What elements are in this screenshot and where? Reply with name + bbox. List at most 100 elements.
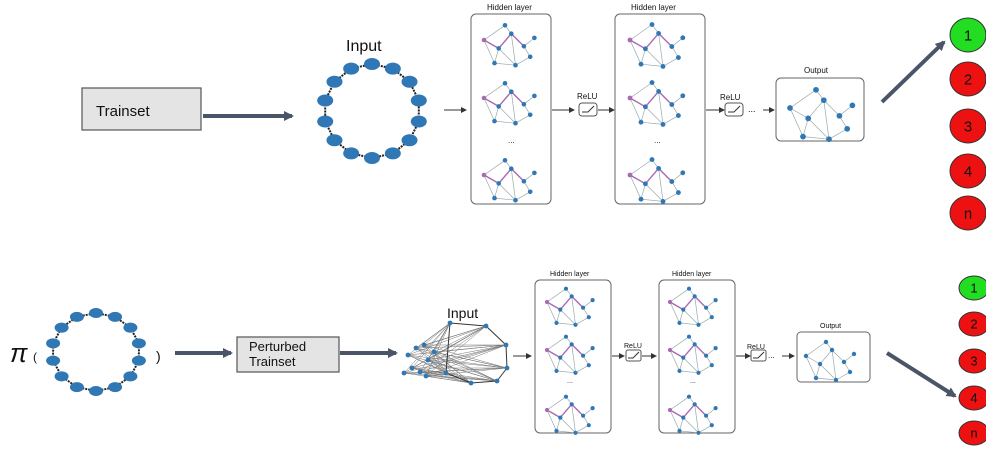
class-node-label: n — [970, 426, 977, 441]
perturbed-edge — [433, 351, 498, 382]
class-node-circle — [949, 61, 986, 97]
network-edge — [575, 364, 589, 374]
network-edge — [644, 32, 660, 50]
network-edge — [644, 167, 660, 185]
perturbed-node — [504, 365, 510, 371]
network-edge — [698, 316, 712, 326]
output-graph-top — [787, 86, 856, 143]
class-node-circle — [958, 311, 986, 337]
network-edge — [494, 183, 500, 199]
network-node — [544, 299, 550, 305]
perturbed-edge — [425, 322, 451, 377]
network-node — [817, 361, 823, 367]
network-edge — [805, 355, 817, 379]
network-edge — [645, 106, 664, 125]
network-edge — [510, 91, 525, 105]
network-node — [833, 377, 839, 383]
perturbed-edge — [427, 344, 507, 361]
hidden-layer-1-graphs-bottom — [544, 286, 595, 435]
network-node — [573, 370, 578, 375]
network-node — [554, 320, 559, 325]
class-node-label: 2 — [970, 317, 977, 332]
ring-node — [46, 338, 61, 349]
network-edge — [658, 90, 673, 106]
network-node — [677, 428, 682, 433]
network-node — [649, 157, 655, 163]
network-node — [569, 294, 574, 299]
perturbed-node — [431, 349, 437, 355]
network-edge — [683, 417, 699, 434]
perturbed-edge — [470, 380, 498, 384]
network-edge — [669, 301, 684, 311]
network-node — [581, 305, 586, 310]
network-edge — [556, 430, 576, 434]
perturbed-edge — [433, 322, 451, 353]
ring-node — [108, 311, 123, 322]
network-node — [513, 197, 518, 203]
network-node — [847, 369, 853, 375]
network-node — [686, 334, 692, 339]
network-edge — [494, 120, 516, 124]
network-node — [558, 307, 563, 312]
network-edge — [789, 107, 804, 137]
perturbed-trainset-box: Perturbed Trainset — [236, 336, 340, 373]
perturbed-edge — [445, 372, 472, 384]
network-edge — [571, 344, 576, 373]
relu-2-label-bottom: ReLU — [747, 344, 765, 351]
network-node — [573, 322, 578, 327]
perturbed-edge — [496, 367, 508, 382]
network-node — [586, 315, 591, 320]
network-edge — [498, 91, 512, 107]
network-node — [573, 430, 578, 435]
network-node — [680, 35, 686, 41]
network-node — [642, 181, 648, 187]
network-node — [660, 198, 666, 204]
network-node — [521, 178, 527, 184]
network-node — [590, 346, 595, 351]
network-node — [686, 286, 692, 291]
network-edge — [669, 301, 680, 324]
network-node — [696, 322, 701, 327]
perturbed-node — [421, 342, 427, 348]
ring-node — [89, 308, 103, 318]
network-edge — [679, 309, 684, 323]
network-edge — [640, 198, 664, 202]
perturbed-edge — [427, 359, 472, 384]
perturbed-edge — [415, 344, 507, 349]
network-edge — [823, 100, 830, 140]
network-node — [586, 363, 591, 368]
network-edge — [483, 39, 495, 64]
network-node — [558, 415, 563, 420]
network-edge — [669, 288, 690, 303]
output-label-top: Output — [804, 66, 829, 75]
network-node — [813, 375, 819, 381]
network-edge — [662, 57, 679, 67]
class-node-circle — [949, 195, 986, 231]
network-edge — [575, 316, 589, 326]
network-edge — [640, 48, 646, 65]
network-node — [563, 334, 569, 339]
network-node — [696, 370, 701, 375]
network-edge — [571, 343, 584, 357]
perturbed-edge — [425, 375, 498, 382]
network-edge — [683, 357, 699, 374]
network-node — [704, 305, 709, 310]
network-edge — [835, 371, 851, 381]
perturbed-edge — [423, 322, 451, 346]
network-edge — [629, 24, 653, 41]
perturbed-node — [405, 352, 411, 358]
network-edge — [546, 336, 567, 351]
network-node — [696, 430, 701, 435]
perturbed-node — [409, 365, 415, 371]
relu-1-label-top: ReLU — [577, 92, 598, 101]
network-edge — [789, 89, 817, 109]
network-node — [569, 342, 574, 347]
network-node — [692, 402, 697, 407]
network-node — [521, 101, 527, 107]
ring-node — [54, 322, 69, 333]
perturbed-edge — [411, 367, 447, 374]
network-node — [563, 394, 569, 399]
ring-node — [123, 371, 138, 382]
network-node — [492, 195, 497, 201]
